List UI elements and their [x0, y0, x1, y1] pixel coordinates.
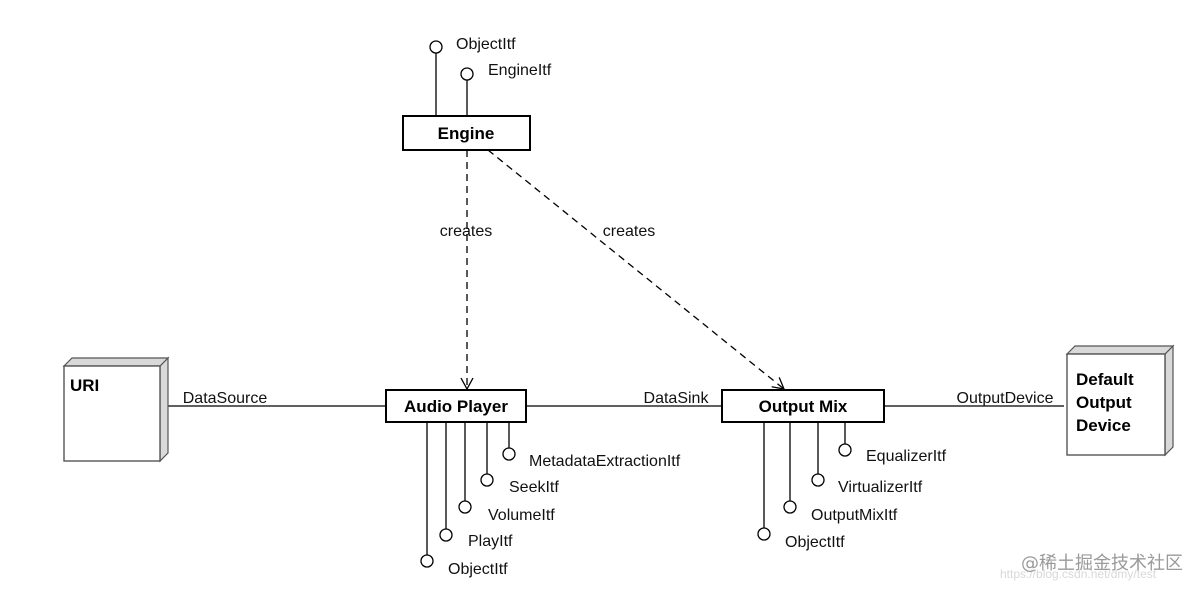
player-volumeitf-label: VolumeItf [488, 507, 555, 524]
mix-interface-equalizeritf: EqualizerItf [838, 422, 947, 465]
edge-data-sink: DataSink [526, 390, 722, 407]
mix-interface-outputmixitf: OutputMixItf [783, 422, 898, 524]
uri-node: URI [62, 356, 170, 463]
watermark: https://blog.csdn.net/dmy/test @稀土掘金技术社区 [1000, 553, 1183, 581]
uri-label: URI [70, 376, 99, 395]
mix-outputmixitf-label: OutputMixItf [811, 507, 898, 524]
data-sink-label: DataSink [644, 390, 710, 407]
player-interface-seekitf: SeekItf [480, 422, 559, 496]
engine-objectitf-label: ObjectItf [456, 36, 516, 53]
mix-interface-objectitf: ObjectItf [757, 422, 845, 551]
watermark-text: @稀土掘金技术社区 [1021, 553, 1183, 574]
engine-interface-engineitf: EngineItf [460, 62, 552, 116]
mix-equalizeritf-label: EqualizerItf [866, 448, 947, 465]
engine-label: Engine [438, 124, 495, 143]
mix-virtualizeritf-label: VirtualizerItf [838, 479, 923, 496]
edge-engine-creates-mix: creates [487, 149, 786, 390]
output-mix-label: Output Mix [759, 397, 848, 416]
engine-interface-objectitf: ObjectItf [429, 36, 516, 116]
device-label-line-1: Default [1076, 370, 1134, 389]
engine-box: Engine [402, 115, 531, 151]
player-objectitf-label: ObjectItf [448, 561, 508, 578]
player-metadataextractionitf-label: MetadataExtractionItf [529, 453, 681, 470]
edge-engine-creates-player: creates [440, 150, 492, 391]
engine-engineitf-label: EngineItf [488, 62, 552, 79]
data-source-label: DataSource [183, 390, 268, 407]
audio-player-label: Audio Player [404, 397, 508, 416]
watermark-faint-url: https://blog.csdn.net/dmy/test [1000, 567, 1157, 581]
player-interfaces: MetadataExtractionItf SeekItf VolumeItf … [420, 422, 681, 578]
audio-player-box: Audio Player [385, 389, 527, 423]
creates-label-player: creates [440, 223, 492, 240]
player-playitf-label: PlayItf [468, 533, 513, 550]
player-interface-playitf: PlayItf [439, 422, 513, 550]
device-label-line-3: Device [1076, 416, 1131, 435]
player-seekitf-label: SeekItf [509, 479, 559, 496]
mix-objectitf-label: ObjectItf [785, 534, 845, 551]
edge-data-source: DataSource [160, 390, 386, 407]
player-interface-metadataextractionitf: MetadataExtractionItf [502, 422, 681, 470]
mix-interface-virtualizeritf: VirtualizerItf [811, 422, 923, 496]
player-interface-volumeitf: VolumeItf [458, 422, 555, 524]
mix-interfaces: EqualizerItf VirtualizerItf OutputMixItf… [757, 422, 947, 551]
edge-output-device: OutputDevice [884, 390, 1064, 407]
device-label-line-2: Output [1076, 393, 1132, 412]
output-mix-box: Output Mix [721, 389, 885, 423]
output-device-label: OutputDevice [957, 390, 1054, 407]
default-output-device-node: Default Output Device [1065, 344, 1175, 457]
player-interface-objectitf: ObjectItf [420, 422, 508, 578]
creates-label-mix: creates [603, 223, 655, 240]
